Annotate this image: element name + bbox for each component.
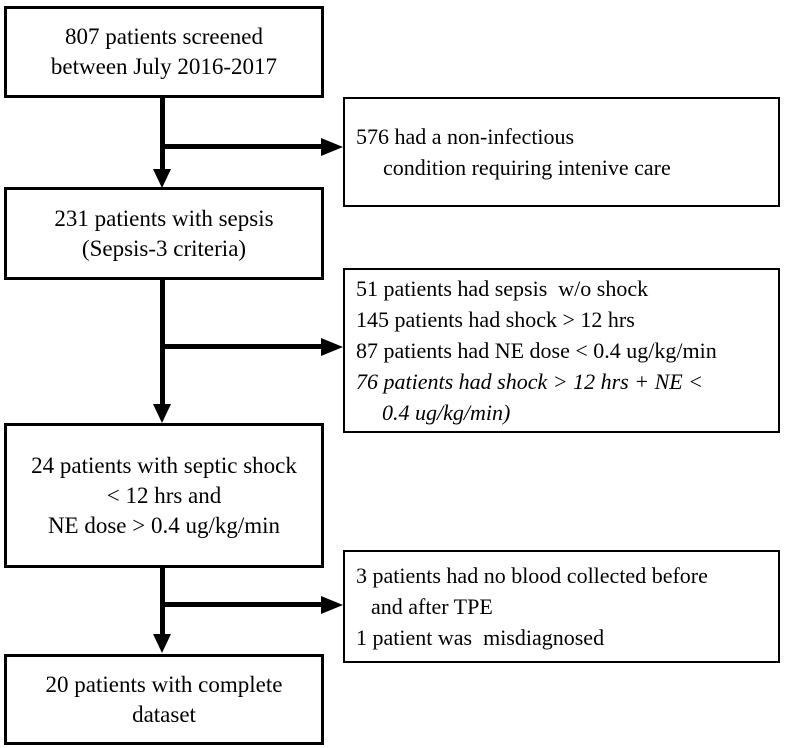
arrow-branch-criteria-line xyxy=(160,344,323,349)
box-text-line: 51 patients had sepsis w/o shock xyxy=(356,276,649,301)
box-text-line: 76 patients had shock > 12 hrs + NE < xyxy=(356,369,704,394)
box-text-line: 576 had a non-infectious xyxy=(356,124,575,149)
arrow-down-icon xyxy=(153,169,171,188)
box-text-line: 1 patient was misdiagnosed xyxy=(356,625,605,650)
arrow-right-icon xyxy=(321,138,343,156)
box-text-line: 0.4 ug/kg/min) xyxy=(382,400,511,425)
box-patients-with-sepsis: 231 patients with sepsis (Sepsis-3 crite… xyxy=(4,187,324,280)
arrow-down-icon xyxy=(153,404,171,423)
arrow-branch-tpe-line xyxy=(160,602,323,607)
box-text-line: between July 2016-2017 xyxy=(50,54,278,79)
arrow-sepsis-to-shock-line xyxy=(160,280,165,407)
box-text-line: NE dose > 0.4 ug/kg/min xyxy=(47,512,281,538)
arrow-right-icon xyxy=(321,338,343,356)
box-complete-dataset: 20 patients with complete dataset xyxy=(4,654,324,745)
box-excluded-criteria: 51 patients had sepsis w/o shock 145 pat… xyxy=(343,268,780,433)
box-text-line: < 12 hrs and xyxy=(106,482,222,508)
box-patients-septic-shock: 24 patients with septic shock < 12 hrs a… xyxy=(4,423,324,568)
box-text-line: 231 patients with sepsis xyxy=(54,205,274,231)
box-text-line: (Sepsis-3 criteria) xyxy=(81,235,247,261)
box-excluded-noninfectious: 576 had a non-infectious condition requi… xyxy=(343,97,780,207)
box-excluded-tpe: 3 patients had no blood collected before… xyxy=(343,550,780,663)
box-text-line: 3 patients had no blood collected before xyxy=(356,563,708,588)
arrow-branch-noninfectious-line xyxy=(160,144,323,149)
box-text-line: 20 patients with complete xyxy=(45,671,283,697)
arrow-screened-to-sepsis-line xyxy=(160,98,165,172)
box-text-line: 24 patients with septic shock xyxy=(31,452,297,478)
box-text-line: 145 patients had shock > 12 hrs xyxy=(356,307,635,332)
box-text-line: condition requiring intenive care xyxy=(383,155,671,180)
box-text-line: and after TPE xyxy=(371,594,493,619)
box-text-line: 87 patients had NE dose < 0.4 ug/kg/min xyxy=(356,338,717,363)
box-text-line: 807 patients screened xyxy=(65,24,263,49)
arrow-down-icon xyxy=(153,634,171,653)
box-patients-screened: 807 patients screened between July 2016-… xyxy=(4,6,324,98)
arrow-right-icon xyxy=(321,596,343,614)
box-text-line: dataset xyxy=(132,701,196,727)
